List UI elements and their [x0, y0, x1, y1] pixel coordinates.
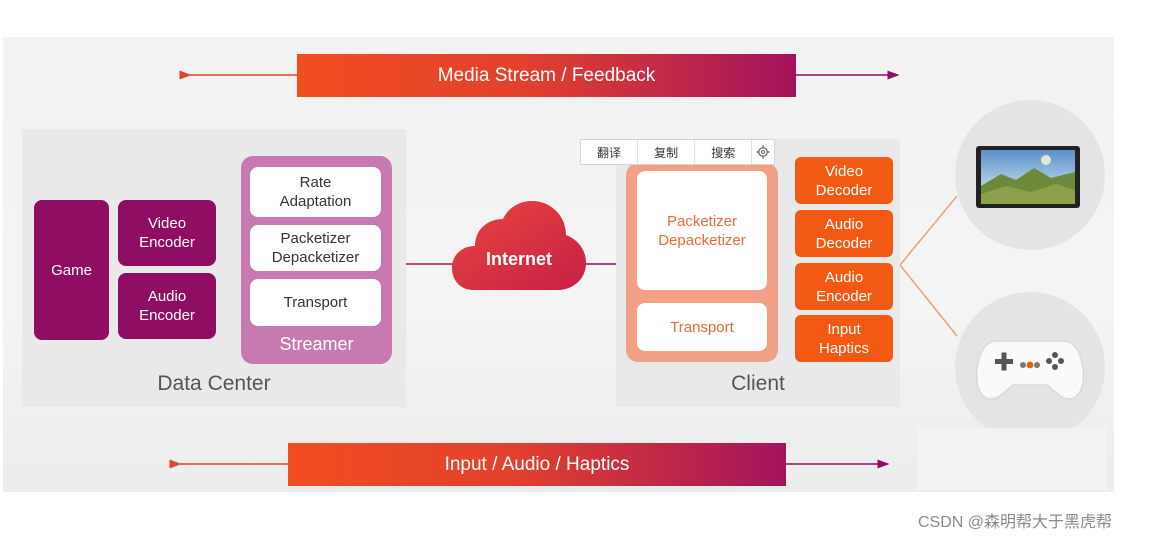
csdn-watermark: CSDN @森明帮大于黑虎帮 — [918, 514, 1113, 531]
client-label: Client — [731, 372, 785, 395]
audio-encoder-block: Audio Encoder — [118, 273, 216, 339]
client-transport-label: Transport — [670, 318, 734, 336]
copy-label: 复制 — [654, 145, 679, 160]
video-decoder-label: Video Decoder — [815, 162, 873, 199]
video-encoder-label: Video Encoder — [139, 215, 195, 251]
client-packetizer-label: Packetizer Depacketizer — [658, 212, 746, 249]
game-block: Game — [34, 200, 109, 340]
audio-encoder-label: Audio Encoder — [139, 288, 195, 324]
translate-button[interactable]: 翻译 — [581, 140, 639, 164]
client-audio-encoder-block: Audio Encoder — [795, 263, 893, 310]
dc-packetizer-box: Packetizer Depacketizer — [250, 225, 381, 271]
streamer-block: Rate Adaptation Packetizer Depacketizer … — [241, 156, 392, 364]
link-screen-device — [899, 195, 958, 266]
link-controller-device — [899, 264, 958, 337]
internet-cloud-icon — [452, 201, 586, 290]
video-decoder-block: Video Decoder — [795, 157, 893, 204]
translate-label: 翻译 — [597, 145, 622, 160]
rate-adaptation-box: Rate Adaptation — [250, 167, 381, 217]
search-button[interactable]: 搜索 — [695, 140, 753, 164]
search-label: 搜索 — [711, 145, 736, 160]
client-audio-encoder-label: Audio Encoder — [816, 268, 872, 305]
client-core-block: Packetizer Depacketizer Transport — [626, 163, 778, 362]
internet-label: Internet — [485, 248, 552, 269]
gamepad-icon — [975, 340, 1085, 400]
client-transport-box: Transport — [637, 303, 767, 351]
copy-button[interactable]: 复制 — [638, 140, 696, 164]
media-stream-label: Media Stream / Feedback — [437, 64, 656, 86]
dc-transport-box: Transport — [250, 279, 381, 326]
input-haptics-label: Input Haptics — [818, 320, 870, 357]
dc-transport-label: Transport — [283, 294, 348, 311]
dc-packetizer-label: Packetizer Depacketizer — [271, 230, 360, 266]
rate-adaptation-label: Rate Adaptation — [279, 174, 352, 210]
game-label: Game — [51, 261, 92, 279]
input-audio-haptics-banner: Input / Audio / Haptics — [288, 443, 786, 486]
gear-icon — [756, 145, 770, 159]
obscured-logo-area — [917, 428, 1107, 490]
input-audio-haptics-label: Input / Audio / Haptics — [444, 453, 630, 475]
settings-button[interactable] — [752, 140, 774, 164]
audio-decoder-block: Audio Decoder — [795, 210, 893, 257]
client-packetizer-box: Packetizer Depacketizer — [637, 171, 767, 290]
video-encoder-block: Video Encoder — [118, 200, 216, 266]
selection-toolbar: 翻译 复制 搜索 — [580, 139, 775, 165]
streamer-label: Streamer — [279, 333, 354, 354]
media-stream-banner: Media Stream / Feedback — [297, 54, 796, 97]
tv-screen-icon — [976, 146, 1080, 208]
input-haptics-block: Input Haptics — [795, 315, 893, 362]
audio-decoder-label: Audio Decoder — [815, 215, 873, 252]
data-center-label: Data Center — [157, 372, 271, 395]
